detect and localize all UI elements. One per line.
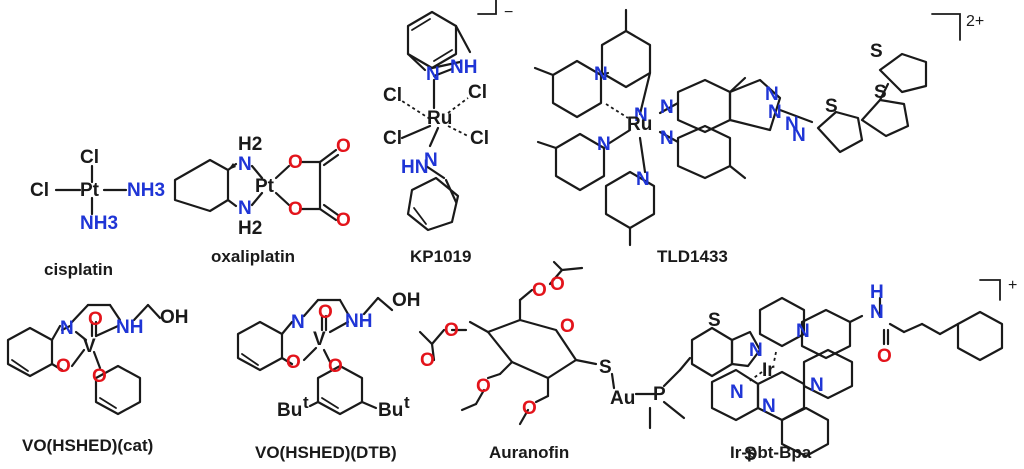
cisplatin-nh3-bottom: NH3: [80, 213, 118, 234]
auranofin-au: Au: [610, 388, 635, 409]
svg-text:O: O: [877, 346, 892, 367]
svg-text:N: N: [762, 396, 776, 417]
auranofin-structure: O O O O O O O S Au P Auranofin: [418, 260, 692, 462]
auranofin-p: P: [653, 384, 666, 405]
kp1019-cl-1: Cl: [383, 85, 402, 106]
svg-text:O: O: [532, 280, 547, 301]
tld1433-charge: 2+: [966, 13, 984, 30]
vo-dtb-t-2: t: [404, 393, 410, 412]
oxaliplatin-o-top: O: [288, 152, 303, 173]
vo-dtb-n: N: [291, 312, 305, 333]
vo-hshed-dtb-structure: N O V NH OH O O Bu t Bu t VO(HSHED)(DTB): [236, 290, 421, 462]
ir-h: H: [870, 282, 884, 303]
kp1019-structure: NH N Ru Cl Cl Cl Cl HN N − KP1019: [383, 0, 513, 266]
cisplatin-label: cisplatin: [44, 260, 113, 279]
ir-n-1: N: [749, 340, 763, 361]
ir-center: Ir: [762, 360, 775, 381]
ir-s-top: S: [708, 310, 721, 331]
svg-text:N: N: [792, 125, 806, 146]
tld1433-s-1: S: [825, 96, 838, 117]
auranofin-label: Auranofin: [489, 443, 569, 462]
vo-cat-nh: NH: [116, 317, 143, 338]
svg-text:O: O: [318, 302, 333, 323]
kp1019-nh: NH: [450, 57, 477, 78]
ir-pbt-bpa-label: Ir-pbt-Bpa: [730, 443, 812, 462]
cisplatin-cl-left: Cl: [30, 180, 49, 201]
oxaliplatin-n-top: N: [238, 154, 252, 175]
vo-dtb-v: V: [313, 329, 326, 350]
vo-dtb-t-1: t: [303, 393, 309, 412]
svg-text:N: N: [660, 128, 674, 149]
svg-text:N: N: [597, 134, 611, 155]
kp1019-label: KP1019: [410, 247, 471, 266]
svg-text:O: O: [286, 352, 301, 373]
kp1019-ru: Ru: [427, 108, 452, 129]
tld1433-structure: N N Ru N N N N N N N N S S S 2+ TLD1433: [533, 8, 984, 266]
cisplatin-cl-top: Cl: [80, 147, 99, 168]
tld1433-h: N: [765, 84, 779, 105]
cisplatin-pt: Pt: [80, 180, 100, 201]
tld1433-label: TLD1433: [657, 247, 728, 266]
vo-dtb-nh: NH: [345, 311, 372, 332]
tld1433-ru: Ru: [627, 114, 652, 135]
svg-text:O: O: [444, 320, 459, 341]
vo-dtb-bu-2: Bu: [378, 400, 403, 421]
vo-cat-n: N: [60, 318, 74, 339]
svg-text:N: N: [768, 102, 782, 123]
cisplatin-structure: Cl Cl Pt NH3 NH3 cisplatin: [30, 147, 165, 279]
oxaliplatin-structure: H2 N Pt N H2 O O O O oxaliplatin: [173, 134, 351, 266]
ir-pbt-bpa-structure: S N N N Ir N N H N O S + Ir-pbt-Bpa: [690, 277, 1017, 465]
vo-hshed-cat-structure: N O V NH OH O O VO(HSHED)(cat): [6, 303, 189, 455]
svg-text:N: N: [634, 105, 648, 126]
auranofin-s: S: [599, 357, 612, 378]
oxaliplatin-h2-bottom: H2: [238, 218, 262, 239]
kp1019-hn: HN: [401, 157, 428, 178]
svg-text:N: N: [730, 382, 744, 403]
svg-text:O: O: [92, 366, 107, 387]
oxaliplatin-pt: Pt: [255, 176, 275, 197]
ir-charge: +: [1008, 277, 1017, 294]
svg-text:N: N: [810, 375, 824, 396]
svg-text:N: N: [785, 114, 799, 135]
tld1433-s-2: S: [874, 82, 887, 103]
svg-text:O: O: [336, 136, 351, 157]
vo-hshed-cat-label: VO(HSHED)(cat): [22, 436, 153, 455]
vo-cat-o: O: [56, 356, 71, 377]
vo-cat-oh: OH: [160, 307, 189, 328]
svg-text:N: N: [660, 97, 674, 118]
svg-text:O: O: [88, 309, 103, 330]
kp1019-n-top: N: [426, 64, 440, 85]
oxaliplatin-n-bottom: N: [238, 198, 252, 219]
svg-text:N: N: [870, 302, 884, 323]
oxaliplatin-h2-top: H2: [238, 134, 262, 155]
oxaliplatin-o-bottom: O: [288, 199, 303, 220]
svg-text:O: O: [328, 356, 343, 377]
kp1019-cl-4: Cl: [470, 128, 489, 149]
svg-text:N: N: [796, 321, 810, 342]
svg-text:O: O: [336, 210, 351, 231]
svg-text:O: O: [476, 376, 491, 397]
tld1433-n-1: N: [594, 64, 608, 85]
oxaliplatin-label: oxaliplatin: [211, 247, 295, 266]
kp1019-cl-2: Cl: [468, 82, 487, 103]
svg-text:O: O: [550, 274, 565, 295]
cisplatin-nh3-right: NH3: [127, 180, 165, 201]
svg-text:S: S: [744, 444, 757, 465]
kp1019-cl-3: Cl: [383, 128, 402, 149]
svg-text:O: O: [560, 316, 575, 337]
vo-dtb-oh: OH: [392, 290, 421, 311]
vo-hshed-dtb-label: VO(HSHED)(DTB): [255, 443, 397, 462]
svg-text:O: O: [420, 350, 435, 371]
kp1019-n-bottom: N: [424, 150, 438, 171]
tld1433-s-3: S: [870, 41, 883, 62]
vo-dtb-bu-1: Bu: [277, 400, 302, 421]
kp1019-charge: −: [504, 4, 513, 21]
svg-text:O: O: [522, 398, 537, 419]
svg-text:N: N: [636, 169, 650, 190]
vo-cat-v: V: [83, 336, 96, 357]
